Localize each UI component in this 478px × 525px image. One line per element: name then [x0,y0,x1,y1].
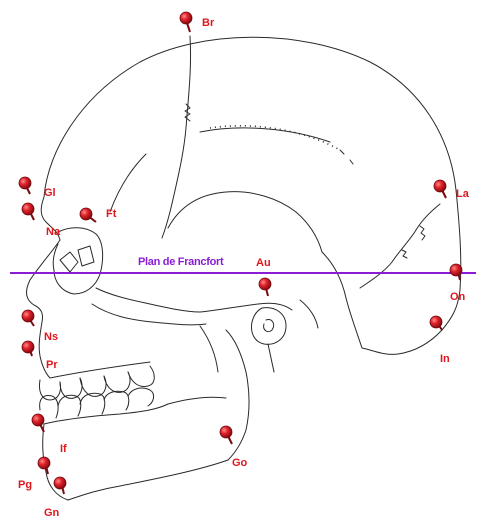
landmark-label-au: Au [256,257,271,269]
landmark-pg[interactable]: Pg [18,457,50,491]
landmark-label-ns: Ns [44,331,58,343]
skull-outline [27,36,461,500]
landmark-label-if: If [60,443,67,455]
landmark-label-br: Br [202,17,215,29]
landmark-label-gl: Gl [44,187,56,199]
landmark-ft[interactable]: Ft [80,208,117,222]
landmark-au[interactable]: Au [256,257,271,296]
landmark-label-la: La [456,188,470,200]
landmark-la[interactable]: La [434,180,470,200]
landmark-label-pg: Pg [18,479,32,491]
landmark-go[interactable]: Go [220,426,248,469]
landmark-br[interactable]: Br [180,12,215,32]
landmark-label-in: In [440,353,450,365]
landmark-on[interactable]: On [450,264,466,303]
landmark-label-on: On [450,291,466,303]
frankfort-plane-label: Plan de Francfort [138,256,224,268]
landmark-label-ft: Ft [106,208,117,220]
landmark-label-pr: Pr [46,359,58,371]
landmark-label-na: Na [46,226,61,238]
landmark-label-gn: Gn [44,507,60,519]
landmark-label-go: Go [232,457,248,469]
landmark-gl[interactable]: Gl [19,177,56,199]
